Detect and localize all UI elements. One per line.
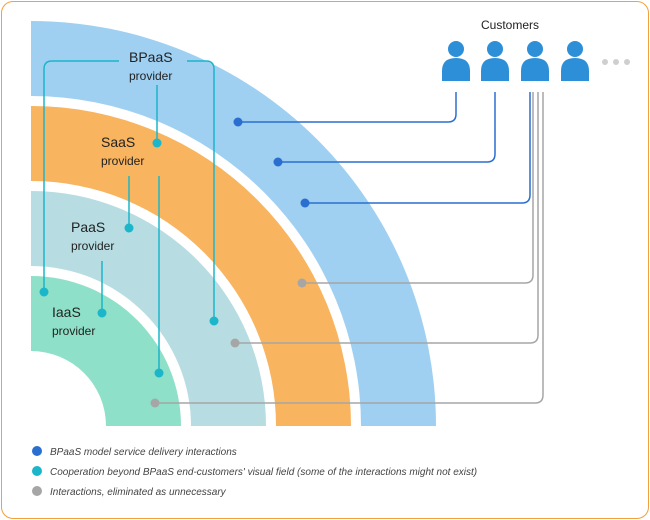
blue-dot	[233, 117, 243, 127]
blue-connectors	[238, 92, 531, 204]
gray-line	[302, 92, 534, 284]
blue-line	[238, 92, 457, 123]
blue-dot	[300, 198, 310, 208]
person-icon	[521, 41, 549, 81]
cyan-dot	[39, 287, 49, 297]
person-icon	[561, 41, 589, 81]
legend-dot-blue	[32, 446, 42, 456]
bpaas-label-line2: provider	[129, 69, 172, 83]
customers-title: Customers	[481, 18, 539, 32]
cyan-dots	[39, 138, 219, 378]
cyan-dot	[209, 316, 219, 326]
legend-text-cyan: Cooperation beyond BPaaS end-customers' …	[50, 467, 477, 478]
more-customers-ellipsis	[602, 59, 630, 65]
gray-line	[155, 92, 544, 404]
cyan-dot	[154, 368, 164, 378]
bpaas-label-line1: BPaaS	[129, 49, 173, 65]
legend-text-blue: BPaaS model service delivery interaction…	[50, 447, 237, 458]
blue-dot	[273, 157, 283, 167]
cyan-dot	[152, 138, 162, 148]
legend-dot-cyan	[32, 466, 42, 476]
bpaas-bracket-right	[187, 60, 215, 321]
iaas-label-line1: IaaS	[52, 304, 81, 320]
gray-dot	[297, 278, 307, 288]
paas-label-line2: provider	[71, 239, 114, 253]
blue-dots	[233, 117, 310, 208]
saas-label-line2: provider	[101, 154, 144, 168]
blue-line	[305, 92, 531, 204]
person-icon	[442, 41, 470, 81]
legend: BPaaS model service delivery interaction…	[32, 446, 477, 498]
saas-label-line1: SaaS	[101, 134, 135, 150]
cyan-dot	[97, 308, 107, 318]
gray-connectors	[155, 92, 544, 404]
legend-text-gray: Interactions, eliminated as unnecessary	[50, 487, 227, 498]
person-icon	[481, 41, 509, 81]
gray-line	[235, 92, 539, 344]
customer-icons	[442, 41, 589, 81]
inner-core	[31, 351, 106, 426]
gray-dots	[150, 278, 307, 408]
bpaas-bracket	[43, 60, 119, 292]
gray-dot	[150, 398, 160, 408]
paas-label-line1: PaaS	[71, 219, 105, 235]
blue-line	[278, 92, 496, 163]
legend-dot-gray	[32, 486, 42, 496]
cyan-connectors	[43, 60, 215, 373]
iaas-label-line2: provider	[52, 324, 95, 338]
gray-dot	[230, 338, 240, 348]
cyan-dot	[124, 223, 134, 233]
